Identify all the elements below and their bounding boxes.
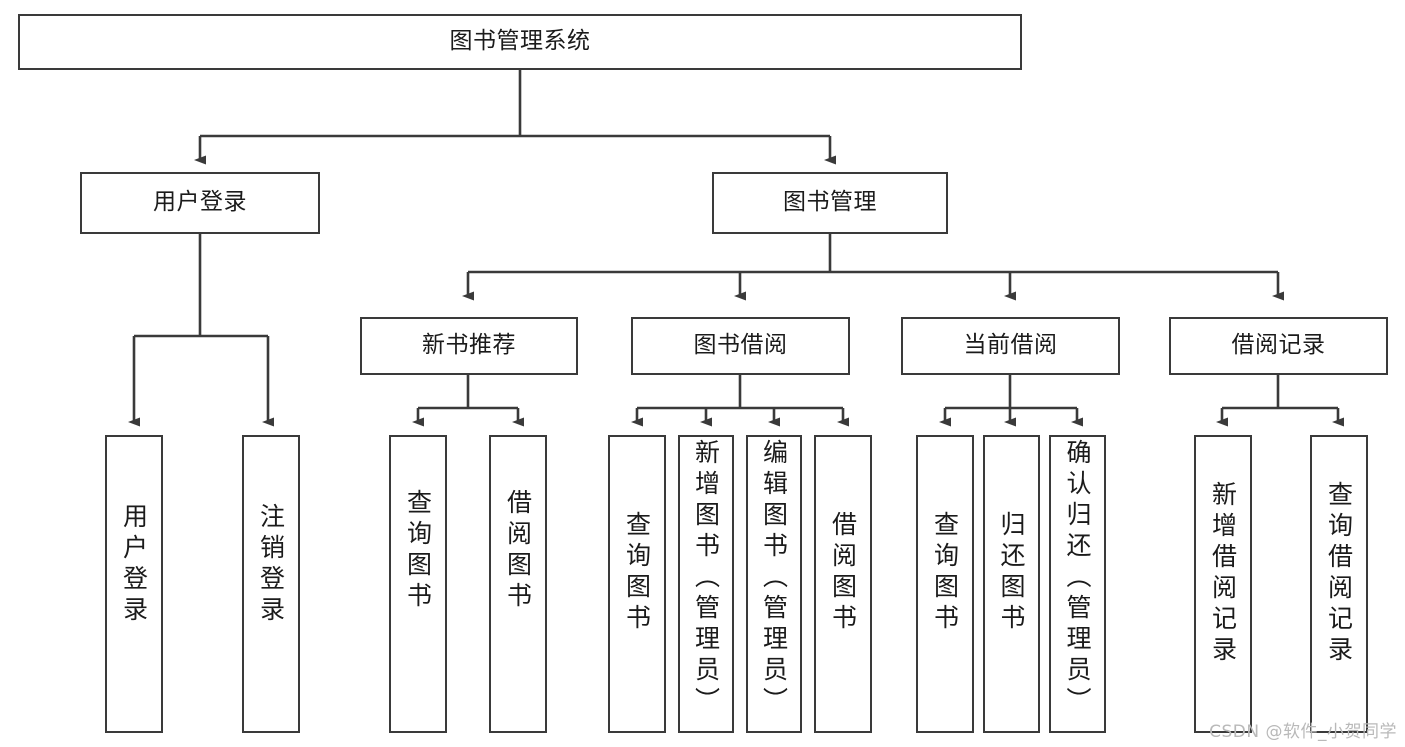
node-leaf-borrow-query-book-label: 查询图书 (622, 511, 652, 635)
node-leaf-add-borrow-record-label: 新增借阅记录 (1208, 481, 1238, 667)
node-new-book-recommend[interactable]: 新书推荐 (360, 317, 578, 375)
node-book-management[interactable]: 图书管理 (712, 172, 948, 234)
node-leaf-borrow-query-book[interactable]: 查询图书 (608, 435, 666, 733)
node-leaf-user-login[interactable]: 用户登录 (105, 435, 163, 733)
node-leaf-confirm-return-admin[interactable]: 确认归还（管理员） (1049, 435, 1106, 733)
node-borrow-record[interactable]: 借阅记录 (1169, 317, 1388, 375)
node-borrow-record-label: 借阅记录 (1231, 332, 1326, 359)
node-leaf-return-book-label: 归还图书 (997, 511, 1026, 635)
node-leaf-user-login-label: 用户登录 (119, 503, 149, 627)
node-leaf-add-book-admin-label: 新增图书（管理员） (691, 439, 721, 718)
node-leaf-current-query-book-label: 查询图书 (930, 511, 960, 635)
node-leaf-query-borrow-record[interactable]: 查询借阅记录 (1310, 435, 1368, 733)
node-leaf-return-book[interactable]: 归还图书 (983, 435, 1040, 733)
node-current-borrow[interactable]: 当前借阅 (901, 317, 1120, 375)
node-leaf-edit-book-admin-label: 编辑图书（管理员） (759, 439, 789, 718)
node-leaf-borrow-book-label: 借阅图书 (828, 511, 858, 635)
node-root-label: 图书管理系统 (449, 28, 591, 55)
node-user-login-label: 用户登录 (153, 189, 247, 216)
node-leaf-add-borrow-record[interactable]: 新增借阅记录 (1194, 435, 1252, 733)
node-leaf-confirm-return-admin-label: 确认归还（管理员） (1063, 439, 1092, 718)
node-user-login[interactable]: 用户登录 (80, 172, 320, 234)
node-leaf-query-borrow-record-label: 查询借阅记录 (1324, 481, 1354, 667)
node-leaf-recommend-borrow-book-label: 借阅图书 (503, 489, 533, 613)
node-leaf-edit-book-admin[interactable]: 编辑图书（管理员） (746, 435, 802, 733)
node-leaf-recommend-borrow-book[interactable]: 借阅图书 (489, 435, 547, 733)
node-book-management-label: 图书管理 (783, 189, 877, 216)
node-current-borrow-label: 当前借阅 (963, 332, 1058, 359)
node-leaf-recommend-query-book-label: 查询图书 (403, 489, 433, 613)
node-leaf-current-query-book[interactable]: 查询图书 (916, 435, 974, 733)
node-leaf-add-book-admin[interactable]: 新增图书（管理员） (678, 435, 734, 733)
node-book-borrow[interactable]: 图书借阅 (631, 317, 850, 375)
node-leaf-logout-label: 注销登录 (256, 503, 286, 627)
watermark: CSDN @软件_小贺同学 (1209, 722, 1397, 742)
node-leaf-logout[interactable]: 注销登录 (242, 435, 300, 733)
node-root[interactable]: 图书管理系统 (18, 14, 1022, 70)
node-leaf-borrow-book[interactable]: 借阅图书 (814, 435, 872, 733)
node-leaf-recommend-query-book[interactable]: 查询图书 (389, 435, 447, 733)
node-new-book-recommend-label: 新书推荐 (422, 332, 516, 359)
node-book-borrow-label: 图书借阅 (693, 332, 788, 359)
